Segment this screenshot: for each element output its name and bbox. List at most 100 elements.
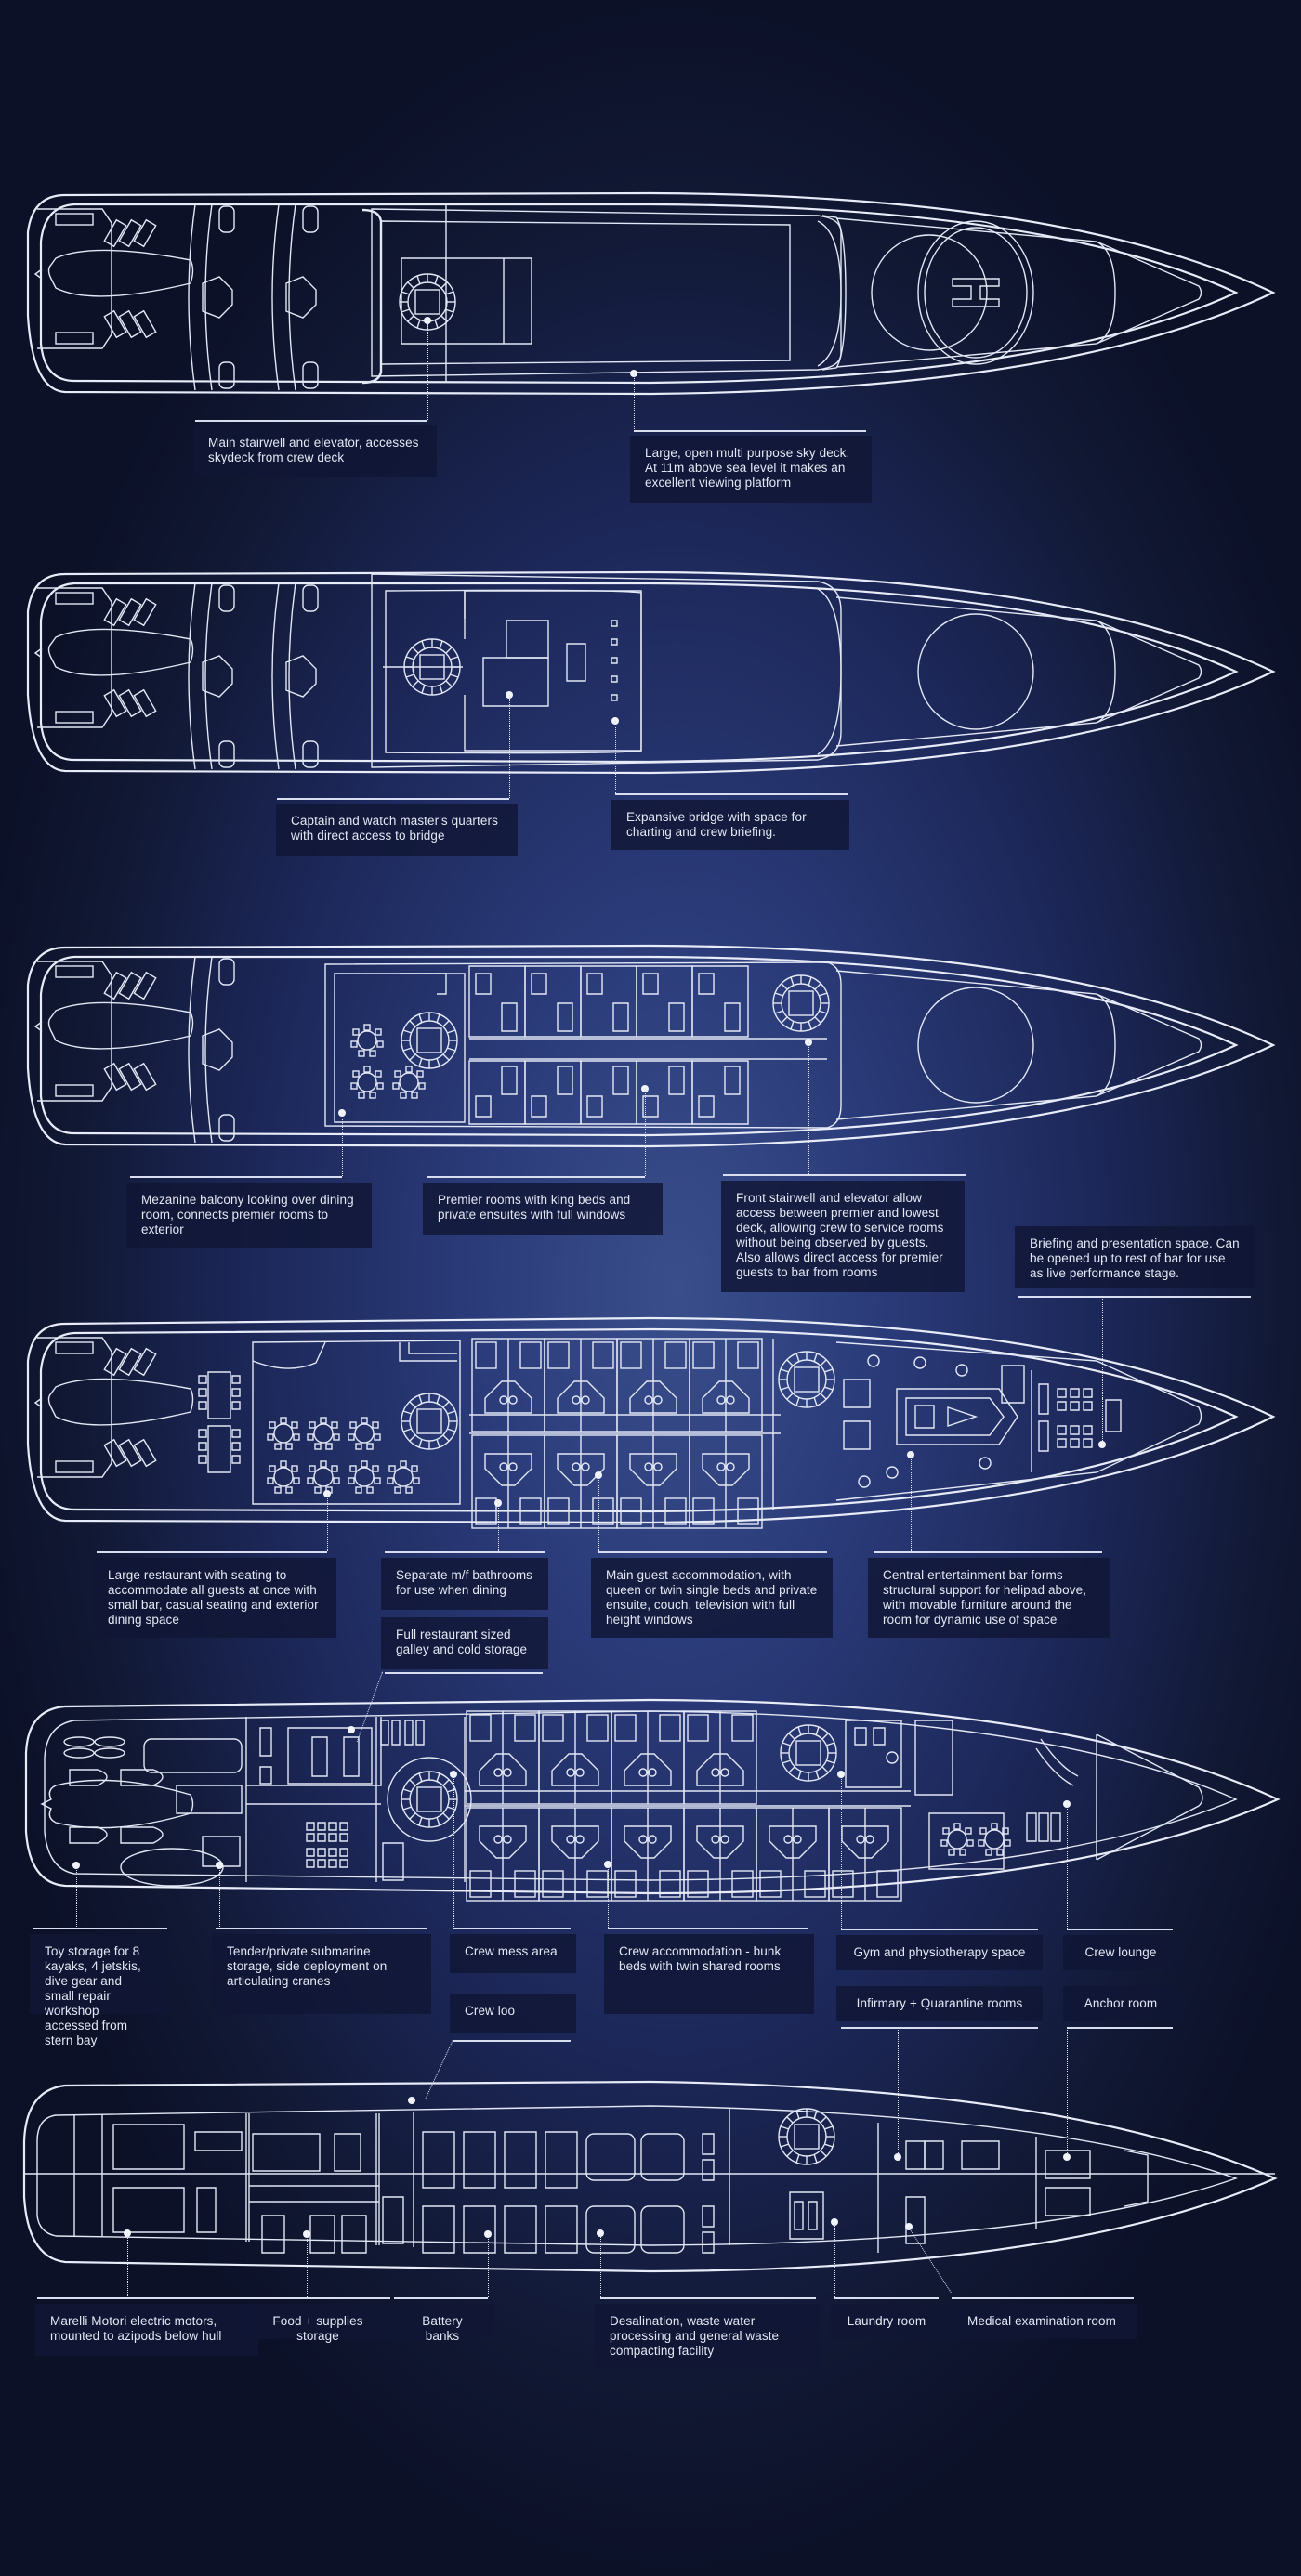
callout-tender-storage: Tender/private submarine storage, side d…	[212, 1934, 431, 2014]
callout-galley: Full restaurant sized galley and cold st…	[381, 1617, 548, 1669]
callout-text: Medical examination room	[967, 2314, 1116, 2328]
callout-medical-exam: Medical examination room	[946, 2304, 1137, 2339]
leader-line	[598, 1475, 599, 1551]
callout-rule	[277, 798, 509, 800]
callout-rule	[841, 1929, 1038, 1930]
callout-rule	[608, 1928, 808, 1929]
callout-guest-accommodation: Main guest accommodation, with queen or …	[591, 1558, 833, 1638]
callout-text: Full restaurant sized galley and cold st…	[396, 1628, 528, 1656]
marker-dot	[837, 1771, 845, 1778]
leader-line	[453, 1774, 454, 1929]
leader-line	[634, 373, 635, 431]
marker-dot	[1098, 1441, 1106, 1448]
callout-gym: Gym and physiotherapy space	[836, 1935, 1043, 1970]
callout-sky-deck-platform: Large, open multi purpose sky deck. At 1…	[630, 436, 872, 503]
callout-entertainment-bar: Central entertainment bar forms structur…	[868, 1558, 1110, 1638]
callout-text: Large restaurant with seating to accommo…	[108, 1568, 319, 1627]
leader-line	[1102, 1296, 1103, 1398]
callout-rule	[453, 2040, 571, 2042]
callout-captain-quarters: Captain and watch master's quarters with…	[276, 804, 518, 856]
callout-text: Premier rooms with king beds and private…	[438, 1193, 631, 1222]
leader-line	[911, 1455, 912, 1551]
callout-mezzanine-balcony: Mezanine balcony looking over dining roo…	[126, 1183, 372, 1248]
callout-rule	[130, 1176, 342, 1178]
leader-line	[834, 2222, 835, 2297]
callout-rule	[1067, 1929, 1173, 1930]
callout-rule	[841, 2027, 1038, 2029]
leader-line	[498, 1503, 499, 1551]
callout-rule	[598, 1551, 827, 1553]
callout-main-stairwell: Main stairwell and elevator, accesses sk…	[193, 425, 437, 477]
callout-text: Infirmary + Quarantine rooms	[856, 1996, 1023, 2010]
marker-dot	[1063, 2153, 1071, 2161]
callout-text: Food + supplies storage	[272, 2314, 363, 2343]
callout-text: Briefing and presentation space. Can be …	[1030, 1236, 1240, 1280]
callout-rule	[723, 1174, 966, 1176]
leader-line	[342, 1113, 343, 1176]
callout-text: Main guest accommodation, with queen or …	[606, 1568, 818, 1627]
callout-premier-rooms: Premier rooms with king beds and private…	[423, 1183, 663, 1235]
callout-briefing-space: Briefing and presentation space. Can be …	[1015, 1226, 1255, 1288]
callout-text: Toy storage for 8 kayaks, 4 jetskis, div…	[45, 1944, 141, 2047]
callout-text: Marelli Motori electric motors, mounted …	[50, 2314, 222, 2343]
callout-text: Crew lounge	[1084, 1945, 1157, 1959]
callout-text: Captain and watch master's quarters with…	[291, 814, 498, 843]
callout-text: Tender/private submarine storage, side d…	[227, 1944, 388, 1988]
callout-text: Battery banks	[422, 2314, 463, 2343]
callout-rule	[33, 1928, 167, 1929]
callout-food-storage: Food + supplies storage	[242, 2304, 394, 2343]
callout-rule	[615, 793, 848, 795]
leader-line	[488, 2234, 489, 2297]
callout-rule	[453, 1928, 571, 1929]
leader-line	[600, 2233, 601, 2297]
callout-rule	[385, 1672, 543, 1674]
leader-line	[427, 320, 428, 420]
callout-crew-mess: Crew mess area	[450, 1934, 576, 1973]
leader-line	[509, 695, 510, 798]
leader-line	[898, 2027, 899, 2157]
marker-dot	[348, 1726, 355, 1733]
leader-line	[808, 1042, 809, 1174]
marker-dot	[905, 2223, 913, 2230]
callout-motors: Marelli Motori electric motors, mounted …	[35, 2304, 258, 2356]
helipad-h-icon	[953, 279, 999, 307]
marker-dot	[408, 2097, 415, 2104]
leader-line	[327, 1494, 328, 1551]
callout-text: Desalination, waste water processing and…	[610, 2314, 780, 2358]
callout-rule	[874, 1551, 1102, 1553]
callout-restaurant: Large restaurant with seating to accommo…	[93, 1558, 336, 1638]
deck-1-sky-deck-plan	[0, 177, 1301, 409]
callout-text: Anchor room	[1084, 1996, 1158, 2010]
leader-line	[307, 2234, 308, 2297]
callout-crew-lounge: Crew lounge	[1063, 1935, 1178, 1970]
callout-crew-accommodation: Crew accommodation - bunk beds with twin…	[604, 1934, 814, 2014]
callout-rule	[1067, 2027, 1173, 2029]
callout-text: Crew accommodation - bunk beds with twin…	[619, 1944, 782, 1973]
callout-text: Laundry room	[847, 2314, 926, 2328]
deck-2-bridge-deck-plan	[0, 556, 1301, 788]
callout-text: Expansive bridge with space for charting…	[626, 810, 807, 839]
leader-line	[1067, 1804, 1068, 1929]
leader-line	[127, 2233, 128, 2298]
callout-infirmary: Infirmary + Quarantine rooms	[836, 1986, 1043, 2021]
callout-rule	[249, 2297, 390, 2299]
leader-line	[841, 1774, 842, 1929]
leader-line	[615, 721, 616, 793]
callout-rule	[952, 2297, 1134, 2299]
callout-rule	[395, 2297, 488, 2299]
callout-rule	[385, 1551, 545, 1553]
callout-text: Large, open multi purpose sky deck. At 1…	[645, 446, 850, 490]
callout-rule	[1018, 1296, 1251, 1298]
marker-dot	[894, 2153, 901, 2161]
callout-toy-storage: Toy storage for 8 kayaks, 4 jetskis, div…	[30, 1934, 169, 2047]
callout-bridge: Expansive bridge with space for charting…	[611, 800, 849, 850]
callout-laundry: Laundry room	[831, 2304, 942, 2339]
deck-4-main-guest-deck-plan	[0, 1305, 1301, 1529]
callout-rule	[600, 2297, 816, 2299]
callout-rule	[634, 430, 866, 432]
callout-text: Crew mess area	[465, 1944, 558, 1958]
leader-line	[645, 1089, 646, 1176]
callout-desalination: Desalination, waste water processing and…	[595, 2304, 820, 2369]
callout-rule	[195, 420, 427, 422]
